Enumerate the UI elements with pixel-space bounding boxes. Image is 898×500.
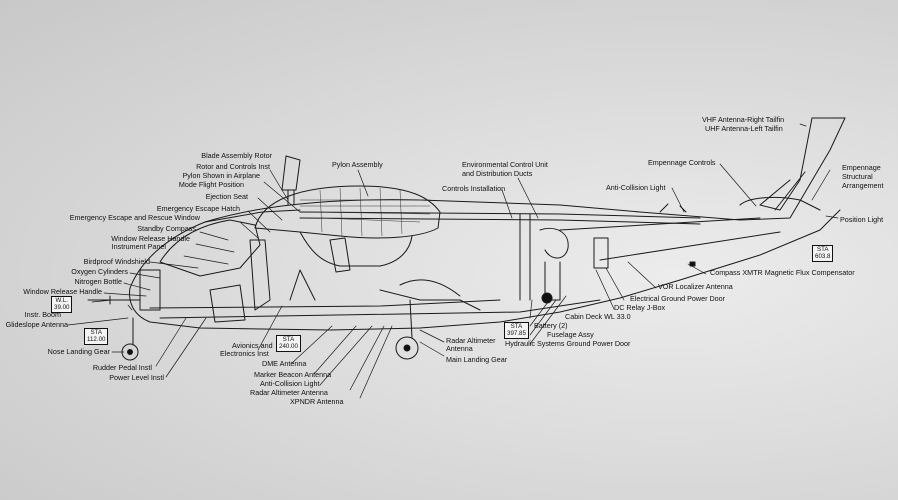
label-nose-landing-gear: Nose Landing Gear: [47, 347, 110, 356]
label-main-landing-gear: Main Landing Gear: [446, 355, 508, 364]
fuselage-outline: [129, 117, 846, 331]
label-empennage-struct-1: Empennage: [842, 163, 881, 172]
label-radar-altimeter-1: Radar Altimeter: [446, 336, 496, 345]
label-empennage-struct-3: Arrangement: [842, 181, 884, 190]
label-power-level: Power Level Instl: [109, 373, 164, 382]
label-rudder-pedal: Rudder Pedal Instl: [92, 363, 152, 372]
station-397-line1: STA: [510, 323, 523, 330]
label-uhf-antenna: UHF Antenna-Left Tailfin: [705, 124, 783, 133]
station-112-line1: STA: [90, 329, 103, 336]
label-electrical-door: Electrical Ground Power Door: [630, 294, 726, 303]
label-instrument-panel: Instrument Panel: [111, 242, 166, 251]
label-ejection-seat: Ejection Seat: [205, 192, 248, 201]
station-wl-39: W.L. 39.00: [51, 296, 73, 314]
label-empennage-controls: Empennage Controls: [648, 158, 716, 167]
label-vhf-antenna: VHF Antenna-Right Tailfin: [702, 115, 785, 124]
label-pylon-assembly: Pylon Assembly: [332, 160, 383, 169]
label-ecu-2: and Distribution Ducts: [462, 169, 533, 178]
station-112-line2: 112.00: [87, 335, 106, 343]
label-battery: Battery (2): [534, 321, 568, 330]
station-240-line1: STA: [282, 336, 295, 343]
label-oxygen-cylinders: Oxygen Cylinders: [71, 267, 128, 276]
label-nitrogen-bottle: Nitrogen Bottle: [74, 277, 122, 286]
label-radar-altimeter-2: Antenna: [446, 344, 473, 353]
label-birdproof-windshield: Birdproof Windshield: [83, 257, 150, 266]
label-emergency-escape-window: Emergency Escape and Rescue Window: [69, 213, 200, 222]
label-dme-antenna: DME Antenna: [262, 359, 307, 368]
station-397-line2: 397.85: [507, 329, 526, 337]
station-240-line2: 240.00: [279, 342, 298, 350]
station-603-line1: STA: [816, 246, 829, 253]
label-avionics-2: Electronics Inst: [220, 349, 269, 358]
label-position-light: Position Light: [840, 215, 884, 224]
label-fuselage-assy: Fuselage Assy: [547, 330, 594, 339]
station-603-line2: 603.8: [815, 252, 831, 260]
label-avionics-1: Avionics and: [232, 341, 273, 350]
station-wl-39-line1: W.L.: [55, 297, 68, 304]
station-397: STA 397.85: [504, 322, 529, 340]
label-rotor-controls: Rotor and Controls Inst: [196, 162, 270, 171]
label-glideslope-antenna: Glideslope Antenna: [5, 320, 68, 329]
label-standby-compass: Standby Compass: [137, 224, 196, 233]
label-blade-assembly-rotor: Blade Assembly Rotor: [201, 151, 272, 160]
station-wl-39-line2: 39.00: [54, 303, 70, 311]
label-controls-installation: Controls Installation: [442, 184, 506, 193]
label-vor-antenna: VOR Localizer Antenna: [658, 282, 733, 291]
label-ecu-1: Environmental Control Unit: [462, 160, 548, 169]
label-marker-beacon: Marker Beacon Antenna: [254, 370, 332, 379]
label-pylon-shown-1: Pylon Shown in Airplane: [182, 171, 260, 180]
label-empennage-struct-2: Structural: [842, 172, 873, 181]
label-xpndr-antenna: XPNDR Antenna: [290, 397, 344, 406]
electrical-door-panel: [593, 237, 609, 269]
label-hydraulic-door: Hydraulic Systems Ground Power Door: [505, 339, 631, 348]
main-gear-wheel: [395, 336, 419, 360]
label-radar-altimeter-lower: Radar Altimeter Antenna: [250, 388, 328, 397]
station-240: STA 240.00: [276, 335, 301, 353]
label-compass-xmtr: Compass XMTR Magnetic Flux Compensator: [710, 268, 855, 277]
rotor-blade: [281, 155, 301, 191]
label-window-release-handle: Window Release Handle: [111, 234, 190, 243]
canopy-outline: [159, 219, 261, 277]
label-cabin-deck: Cabin Deck WL 33.0: [565, 312, 631, 321]
label-anti-collision-upper: Anti-Collision Light: [606, 183, 666, 192]
label-emergency-escape-hatch: Emergency Escape Hatch: [156, 204, 240, 213]
label-window-release-handle-2: Window Release Handle: [23, 287, 102, 296]
label-dc-relay: DC Relay J-Box: [614, 303, 666, 312]
label-instr-boom: Instr. Boom: [24, 310, 61, 319]
station-603: STA 603.8: [812, 245, 834, 263]
label-anti-collision-lower: Anti-Collision Light: [260, 379, 320, 388]
station-112: STA 112.00: [84, 328, 109, 346]
label-pylon-shown-2: Mode Flight Position: [178, 180, 244, 189]
